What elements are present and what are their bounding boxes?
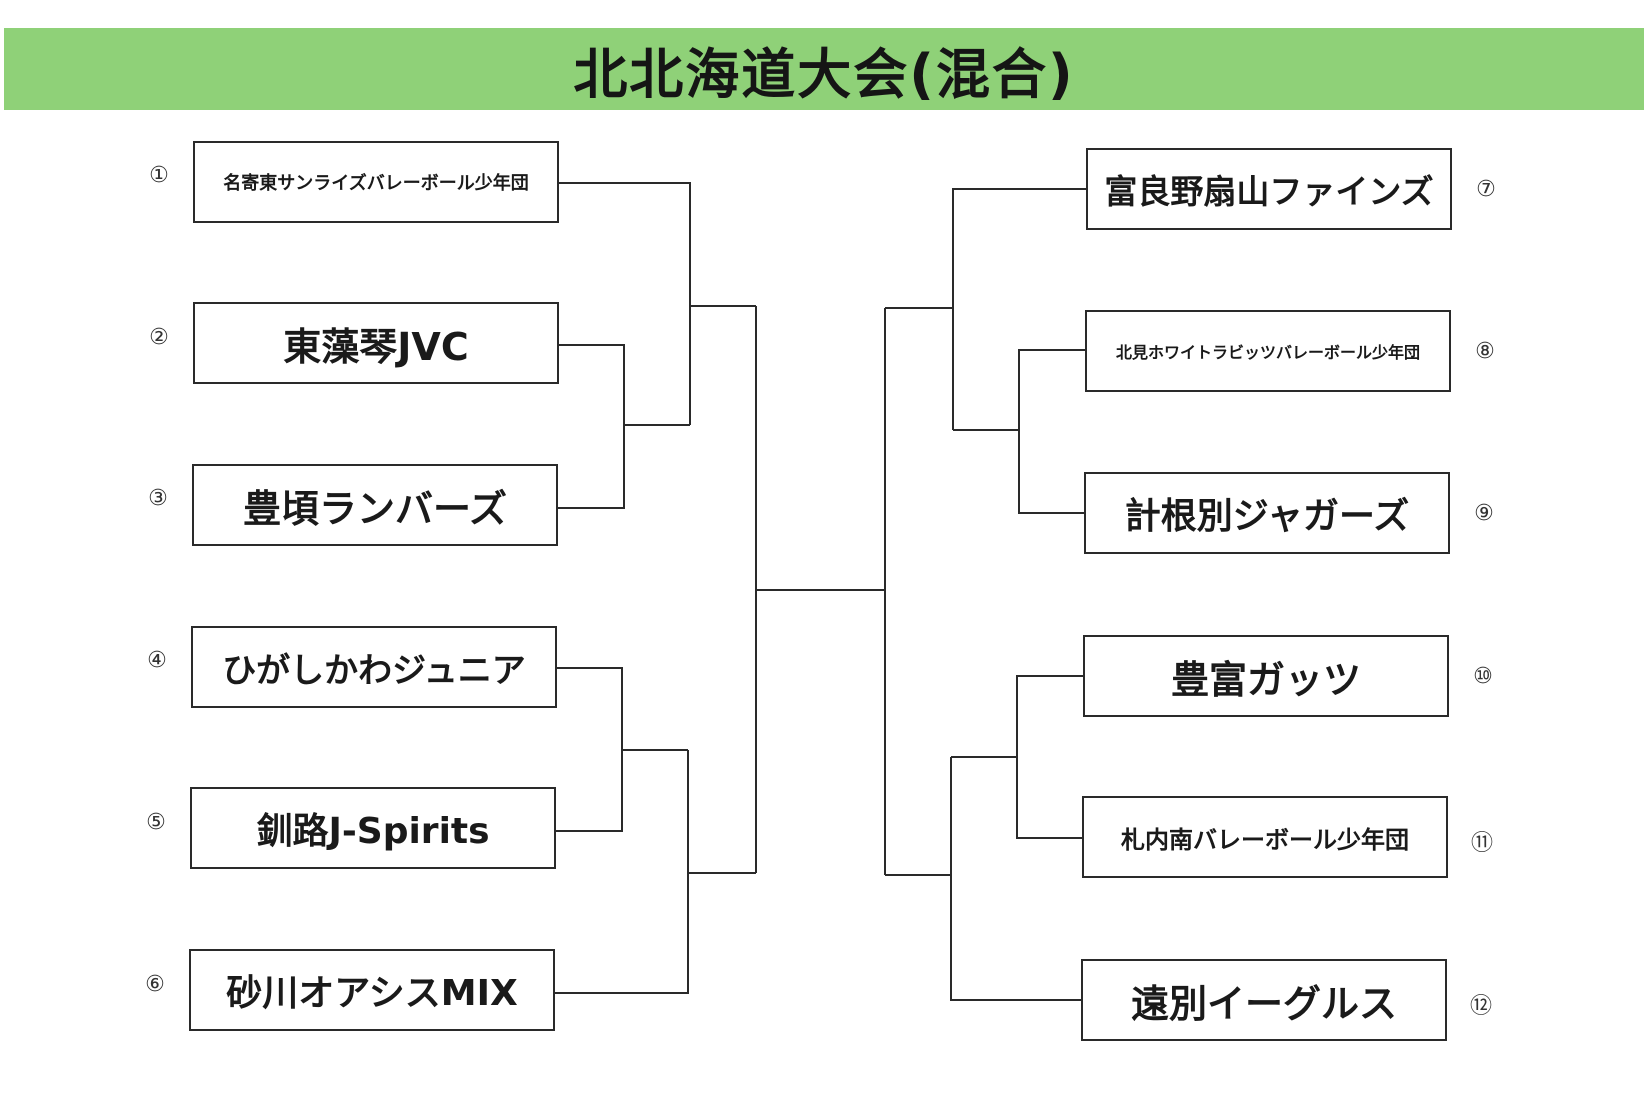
seed-number-8: ⑧ xyxy=(1475,339,1495,364)
seed-number-2: ② xyxy=(149,325,169,350)
team-box-6: 砂川オアシスMIX xyxy=(189,949,555,1031)
team-box-11: 札内南バレーボール少年団 xyxy=(1082,796,1448,878)
seed-number-1: ① xyxy=(149,163,169,188)
bracket-line-8-9 xyxy=(1018,349,1085,514)
seed-number-3: ③ xyxy=(148,486,168,511)
team-box-7: 富良野扇山ファインズ xyxy=(1086,148,1452,230)
seed-number-6: ⑥ xyxy=(145,972,165,997)
team-name-2: 東藻琴JVC xyxy=(283,324,469,369)
team-box-4: ひがしかわジュニア xyxy=(191,626,557,708)
bracket-line-6 xyxy=(555,750,689,994)
team-box-8: 北見ホワイトラビッツバレーボール少年団 xyxy=(1085,310,1451,392)
team-name-9: 計根別ジャガーズ xyxy=(1124,496,1410,537)
bracket-line-1 xyxy=(559,182,691,425)
team-name-3: 豊頃ランバーズ xyxy=(242,486,508,531)
bracket-line-4-5 xyxy=(556,667,623,832)
seed-number-5: ⑤ xyxy=(146,810,166,835)
seed-number-9: ⑨ xyxy=(1474,501,1494,526)
team-box-12: 遠別イーグルス xyxy=(1081,959,1447,1041)
team-box-10: 豊富ガッツ xyxy=(1083,635,1449,717)
team-box-5: 釧路J-Spirits xyxy=(190,787,556,869)
team-name-8: 北見ホワイトラビッツバレーボール少年団 xyxy=(1115,343,1420,362)
team-name-1: 名寄東サンライズバレーボール少年団 xyxy=(223,173,529,194)
bracket-line-7 xyxy=(952,188,1086,430)
bracket-line-10-11 xyxy=(1016,675,1083,839)
bracket-line-2-3 xyxy=(558,344,625,509)
team-name-12: 遠別イーグルス xyxy=(1130,981,1397,1026)
team-name-5: 釧路J-Spirits xyxy=(256,811,490,852)
team-name-11: 札内南バレーボール少年団 xyxy=(1121,825,1409,854)
team-box-3: 豊頃ランバーズ xyxy=(192,464,558,546)
bracket-line-12 xyxy=(950,757,1081,1001)
team-name-10: 豊富ガッツ xyxy=(1170,657,1361,702)
team-name-4: ひがしかわジュニア xyxy=(222,650,526,691)
team-name-7: 富良野扇山ファインズ xyxy=(1104,172,1434,211)
seed-number-11: ⑪ xyxy=(1470,831,1493,856)
page-title: 北北海道大会(混合) xyxy=(573,42,1075,106)
team-box-9: 計根別ジャガーズ xyxy=(1084,472,1450,554)
seed-number-12: ⑫ xyxy=(1469,994,1492,1019)
seed-number-4: ④ xyxy=(147,648,167,673)
seed-number-7: ⑦ xyxy=(1476,177,1496,202)
seed-number-10: ⑩ xyxy=(1473,664,1493,689)
team-box-1: 名寄東サンライズバレーボール少年団 xyxy=(193,141,559,223)
title-bar: 北北海道大会(混合) xyxy=(4,28,1644,110)
team-name-6: 砂川オアシスMIX xyxy=(226,973,518,1014)
team-box-2: 東藻琴JVC xyxy=(193,302,559,384)
